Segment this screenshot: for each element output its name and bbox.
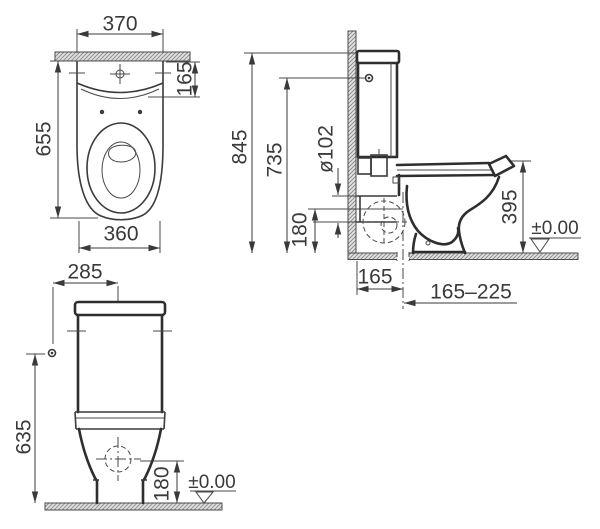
front-cistern-lid (73, 300, 167, 317)
side-outlet-diameter-label: ø102 (315, 125, 338, 173)
side-view: 845 735 ø102 180 395 165 165–225 ±0.00 (229, 30, 581, 309)
plan-hinge-hole-right (137, 109, 143, 115)
plan-cistern-front-edge (76, 82, 164, 94)
side-floor-hatch (347, 252, 579, 260)
side-bowl-underside (405, 184, 460, 246)
side-seat-bottom (395, 173, 497, 178)
side-pedestal (411, 232, 467, 255)
front-floor-level-label: ±0.00 (188, 472, 235, 493)
plan-pan-outline (76, 61, 164, 221)
front-screw-height-label: 635 (13, 419, 36, 454)
side-screw-height-label: 735 (264, 142, 287, 177)
side-outlet-height-label: 180 (289, 212, 312, 247)
plan-view: 370 165 655 360 (33, 13, 200, 253)
side-floor-level-icon (529, 237, 581, 253)
side-flush-connector (357, 157, 372, 175)
plan-bottom-width-label: 360 (103, 223, 138, 246)
plan-wall-hatch (54, 51, 191, 62)
plan-seat-inner (101, 141, 141, 199)
plan-top-width-label: 370 (102, 13, 137, 36)
side-rim-height-label: 395 (499, 189, 522, 224)
front-screw-offset-label: 285 (67, 261, 102, 284)
front-drain-height-label: 180 (151, 466, 174, 501)
front-seat-band (74, 411, 166, 430)
plan-hinge-hole-left (99, 109, 105, 115)
side-floor-level-label: ±0.00 (531, 218, 578, 239)
side-outlet-offset-label: 165 (357, 266, 392, 289)
side-wall-hatch (347, 30, 357, 254)
front-view: 285 635 180 ±0.00 (13, 261, 236, 511)
side-bowl-front-profile (457, 175, 501, 255)
front-bowl-right (141, 427, 163, 505)
front-floor-hatch (44, 502, 223, 511)
plan-cistern-depth-label: 165 (174, 61, 197, 96)
front-cistern-body (76, 313, 164, 414)
side-wall-screw-icon (364, 73, 374, 83)
front-floor-level-icon (190, 490, 236, 504)
side-seat-bumper (487, 154, 516, 178)
side-seat-top (395, 161, 491, 167)
front-wall-screw-icon (47, 348, 57, 358)
plan-total-depth-label: 655 (33, 121, 56, 156)
front-bowl-left (77, 427, 99, 505)
side-cistern-lid (355, 49, 401, 65)
side-outlet-range-label: 165–225 (430, 281, 512, 304)
plan-seat-outer (86, 122, 156, 214)
side-total-height-label: 845 (229, 129, 252, 164)
plan-flush-inlet (108, 144, 137, 163)
